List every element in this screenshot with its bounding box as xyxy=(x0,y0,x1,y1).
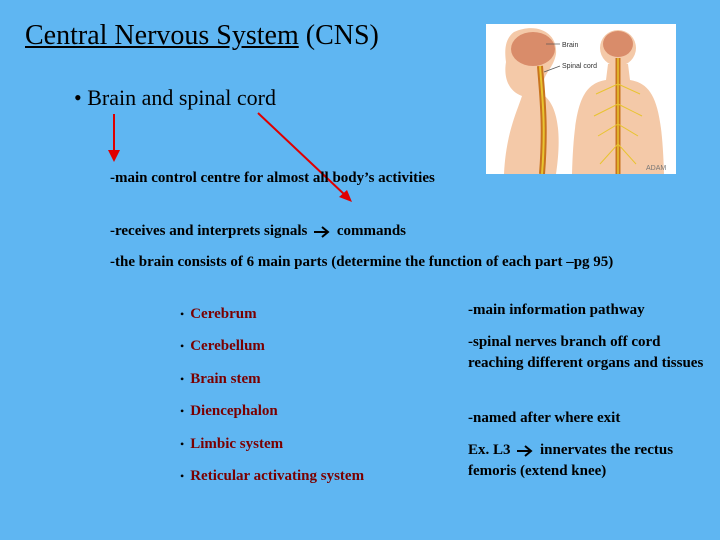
title-underlined: Central Nervous System xyxy=(25,20,299,51)
text-brain-main-parts: -the brain consists of 6 main parts (det… xyxy=(110,254,614,270)
text-spinal-nerves-branch: -spinal nerves branch off cord reaching … xyxy=(468,334,704,371)
figure-watermark: ADAM xyxy=(646,165,666,172)
arrow-spinal-cord xyxy=(257,112,352,202)
cns-anatomy-illustration: Brain Spinal cord ADAM xyxy=(504,28,666,175)
part-item-limbic-system: •Limbic system xyxy=(180,436,284,452)
text-named-after-exit: -named after where exit xyxy=(468,410,621,426)
cns-figure: Brain Spinal cord ADAM xyxy=(486,24,676,175)
example-innervates-text: innervates the rectus femoris (extend kn… xyxy=(468,442,674,479)
figure-label-brain: Brain xyxy=(562,42,578,49)
text-main-control-centre: -main control centre for almost all body… xyxy=(110,170,435,186)
right-arrow-icon xyxy=(314,225,330,238)
receives-text: -receives and interprets signals xyxy=(110,223,308,239)
example-l3-text: Ex. L3 xyxy=(468,442,511,458)
part-item-cerebellum: •Cerebellum xyxy=(180,338,265,354)
figure-label-spinal-cord: Spinal cord xyxy=(562,63,597,70)
part-item-diencephalon: •Diencephalon xyxy=(180,403,278,419)
commands-text: commands xyxy=(336,223,407,239)
slide-title: Central Nervous System (CNS) xyxy=(25,20,379,52)
bullet-brain-spinal-cord: • Brain and spinal cord xyxy=(74,85,276,110)
text-receives-interprets: -receives and interprets signals command… xyxy=(110,221,406,242)
text-example-l3: Ex. L3 innervates the rectus femoris (ex… xyxy=(468,440,713,482)
right-arrow-icon xyxy=(517,444,533,457)
part-item-cerebrum: •Cerebrum xyxy=(180,306,257,322)
text-main-information-pathway: -main information pathway xyxy=(468,302,645,318)
part-item-reticular-activating-system: •Reticular activating system xyxy=(180,468,365,484)
arrow-brain xyxy=(108,114,120,162)
title-rest: (CNS) xyxy=(298,20,379,51)
part-item-brain-stem: •Brain stem xyxy=(180,371,261,387)
